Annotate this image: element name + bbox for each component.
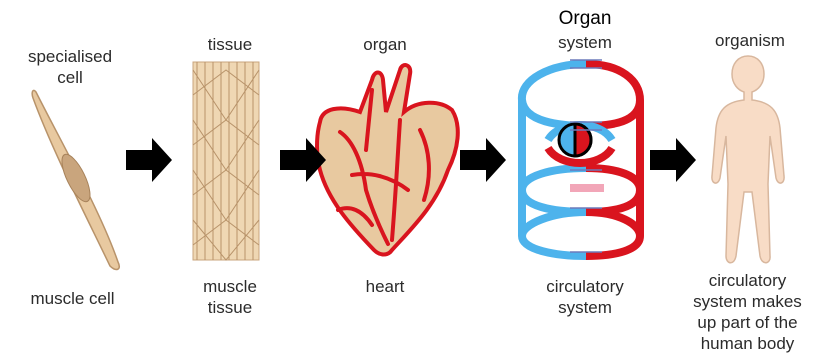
right-arrow-icon (126, 138, 172, 182)
heart-illustration (317, 65, 458, 254)
right-arrow-icon (650, 138, 696, 182)
circulatory-system-illustration (522, 60, 640, 256)
human-body-illustration (712, 56, 784, 263)
right-arrow-icon (460, 138, 506, 182)
muscle-tissue-illustration (193, 62, 259, 260)
muscle-cell-illustration (32, 90, 119, 269)
